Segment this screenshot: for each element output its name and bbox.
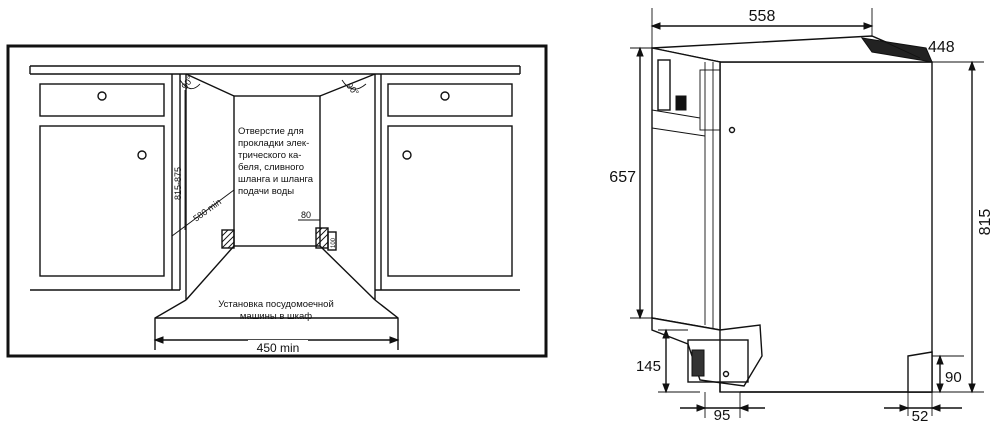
hatch-right	[315, 227, 337, 251]
right-drawer-knob	[440, 91, 450, 101]
right-door-knob	[402, 150, 412, 160]
svg-text:подачи воды: подачи воды	[238, 186, 294, 197]
left-drawer-knob	[97, 91, 107, 101]
angle-right-arc	[341, 79, 367, 90]
niche-installation-figure: 80 100 Отверстие для прокладки элек- три…	[6, 44, 548, 358]
left-door-knob	[137, 150, 147, 160]
dim-52-label: 52	[912, 408, 929, 425]
niche-back-wall	[233, 95, 321, 247]
dim-815-875-label: 815-875	[173, 167, 183, 200]
left-door	[39, 125, 165, 277]
angle-left-arc	[179, 79, 201, 90]
svg-text:трического ка-: трического ка-	[238, 150, 301, 161]
dim-657-label: 657	[609, 169, 636, 186]
dim-580-label: 580 min	[191, 197, 223, 224]
dim-450-label: 450 min	[257, 341, 300, 355]
base-assembly	[651, 317, 763, 387]
right-door	[387, 125, 513, 277]
outlet-box	[327, 231, 337, 251]
svg-text:Установка посудомоечной: Установка посудомоечной	[218, 299, 334, 310]
dim-80-label: 80	[301, 210, 311, 220]
svg-text:шланга и шланга: шланга и шланга	[238, 174, 314, 185]
hatch-left	[221, 229, 235, 249]
right-drawer	[387, 83, 513, 117]
dishwasher-dimensions-figure: 558 448 657 815 145 95	[609, 8, 994, 425]
side-bracket	[657, 59, 671, 111]
dim-815-label: 815	[977, 209, 994, 236]
install-note: Установка посудомоечной машины в шкаф	[218, 299, 334, 322]
base-plinth	[687, 339, 749, 383]
rear-foot	[907, 351, 933, 393]
dim-448-label: 448	[928, 39, 955, 56]
dim-145-label: 145	[636, 358, 661, 375]
dim-95-label: 95	[714, 407, 731, 424]
opening-note: Отверстие для прокладки элек- трического…	[238, 126, 314, 197]
dim-580-line	[171, 189, 235, 237]
dim-90-label: 90	[945, 369, 962, 386]
dim-100-label: 100	[331, 237, 337, 248]
angle-right-label: 90°	[344, 81, 361, 98]
svg-text:беля, сливного: беля, сливного	[238, 162, 304, 173]
svg-text:прокладки элек-: прокладки элек-	[238, 138, 309, 149]
side-latch	[675, 95, 687, 111]
dim-558-label: 558	[749, 8, 776, 25]
svg-text:машины в шкаф: машины в шкаф	[240, 311, 312, 322]
figure-frame	[6, 44, 548, 358]
left-drawer	[39, 83, 165, 117]
svg-text:Отверстие для: Отверстие для	[238, 126, 304, 137]
